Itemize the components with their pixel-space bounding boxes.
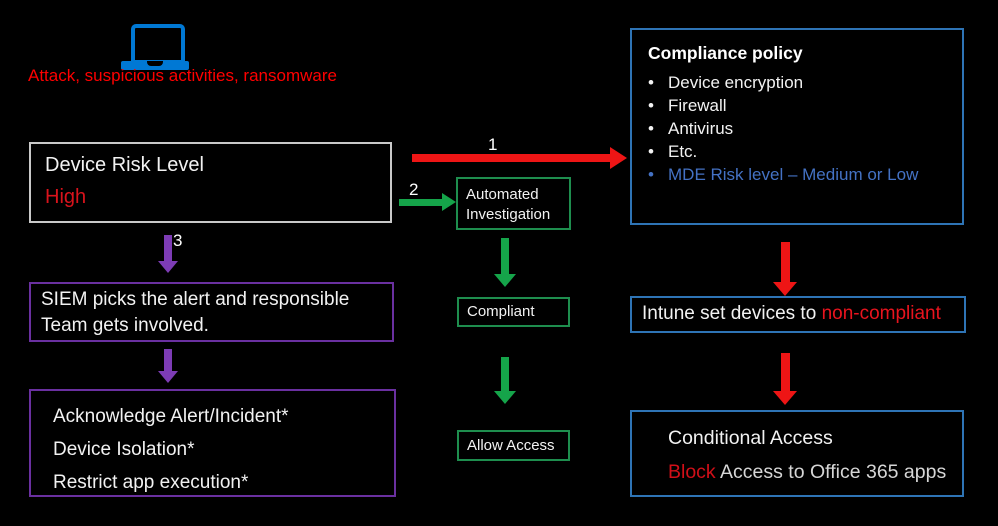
intune-text: Intune set devices to bbox=[642, 303, 822, 324]
compliant-box: Compliant bbox=[457, 297, 570, 327]
intune-noncompliant-text: non-compliant bbox=[821, 303, 941, 324]
arrow-1-to-compliance-policy bbox=[412, 147, 627, 169]
arrow-shaft bbox=[164, 349, 172, 371]
block-text: Block bbox=[668, 461, 716, 483]
bullet-icon: • bbox=[648, 142, 654, 161]
arrow-intune-to-conditional-access bbox=[773, 353, 797, 405]
arrow-head bbox=[158, 371, 178, 383]
arrow-siem-to-actions bbox=[158, 349, 178, 383]
attack-caption: Attack, suspicious activities, ransomwar… bbox=[28, 66, 337, 85]
arrow-compliant-to-allow-access bbox=[494, 357, 516, 404]
arrow-head bbox=[158, 261, 178, 273]
device-risk-title: Device Risk Level bbox=[45, 154, 204, 176]
policy-item-antivirus: •Antivirus bbox=[648, 119, 734, 138]
compliance-policy-list: •Device encryption •Firewall •Antivirus … bbox=[648, 71, 956, 186]
arrow-3-to-siem bbox=[158, 235, 178, 273]
automated-investigation-box: Automated Investigation bbox=[456, 177, 571, 230]
arrow-policy-to-intune bbox=[773, 242, 797, 296]
laptop-icon bbox=[131, 24, 185, 64]
policy-item-firewall: •Firewall bbox=[648, 96, 727, 115]
arrow-shaft bbox=[412, 154, 610, 162]
policy-item-etc: •Etc. bbox=[648, 142, 698, 161]
arrow-shaft bbox=[399, 198, 442, 206]
arrow-head bbox=[773, 282, 797, 296]
intune-noncompliant-box: Intune set devices to non-compliant bbox=[630, 296, 966, 333]
device-risk-value: High bbox=[45, 186, 87, 208]
arrow-head bbox=[442, 193, 456, 211]
bullet-icon: • bbox=[648, 73, 654, 92]
bullet-icon: • bbox=[648, 96, 654, 115]
arrow-shaft bbox=[501, 238, 509, 274]
arrow-2-to-automated-investigation bbox=[399, 193, 456, 211]
action-device-isolation: Device Isolation* bbox=[53, 439, 195, 460]
block-rest-text: Access to Office 365 apps bbox=[715, 461, 947, 483]
arrow-shaft bbox=[780, 242, 790, 282]
response-actions-box: Acknowledge Alert/Incident* Device Isola… bbox=[29, 389, 396, 497]
laptop-icon-notch bbox=[147, 61, 163, 66]
arrow-investigation-to-compliant bbox=[494, 238, 516, 287]
step-1-label: 1 bbox=[488, 135, 498, 154]
compliance-policy-title: Compliance policy bbox=[648, 43, 803, 63]
step-3-label: 3 bbox=[173, 231, 183, 250]
device-risk-level-box: Device Risk Level High bbox=[29, 142, 392, 223]
action-acknowledge-alert: Acknowledge Alert/Incident* bbox=[53, 406, 289, 427]
arrow-head bbox=[610, 147, 627, 169]
allow-access-box: Allow Access bbox=[457, 430, 570, 461]
policy-item-device-encryption: •Device encryption bbox=[648, 73, 804, 92]
arrow-head bbox=[494, 274, 516, 287]
arrow-head bbox=[773, 391, 797, 405]
arrow-head bbox=[494, 391, 516, 404]
conditional-access-title: Conditional Access bbox=[668, 427, 833, 449]
compliance-policy-box: Compliance policy •Device encryption •Fi… bbox=[630, 28, 964, 225]
conditional-access-box: Conditional Access Block Access to Offic… bbox=[630, 410, 964, 497]
bullet-icon: • bbox=[648, 165, 654, 184]
action-restrict-app-execution: Restrict app execution* bbox=[53, 472, 249, 493]
arrow-shaft bbox=[164, 235, 172, 261]
step-2-label: 2 bbox=[409, 180, 419, 199]
bullet-icon: • bbox=[648, 119, 654, 138]
arrow-shaft bbox=[780, 353, 790, 391]
laptop-icon-base bbox=[121, 61, 189, 70]
siem-box: SIEM picks the alert and responsible Tea… bbox=[29, 282, 394, 342]
conditional-access-action: Block Access to Office 365 apps bbox=[668, 455, 962, 489]
arrow-shaft bbox=[501, 357, 509, 391]
policy-item-mde-risk-level: •MDE Risk level – Medium or Low bbox=[648, 165, 919, 184]
